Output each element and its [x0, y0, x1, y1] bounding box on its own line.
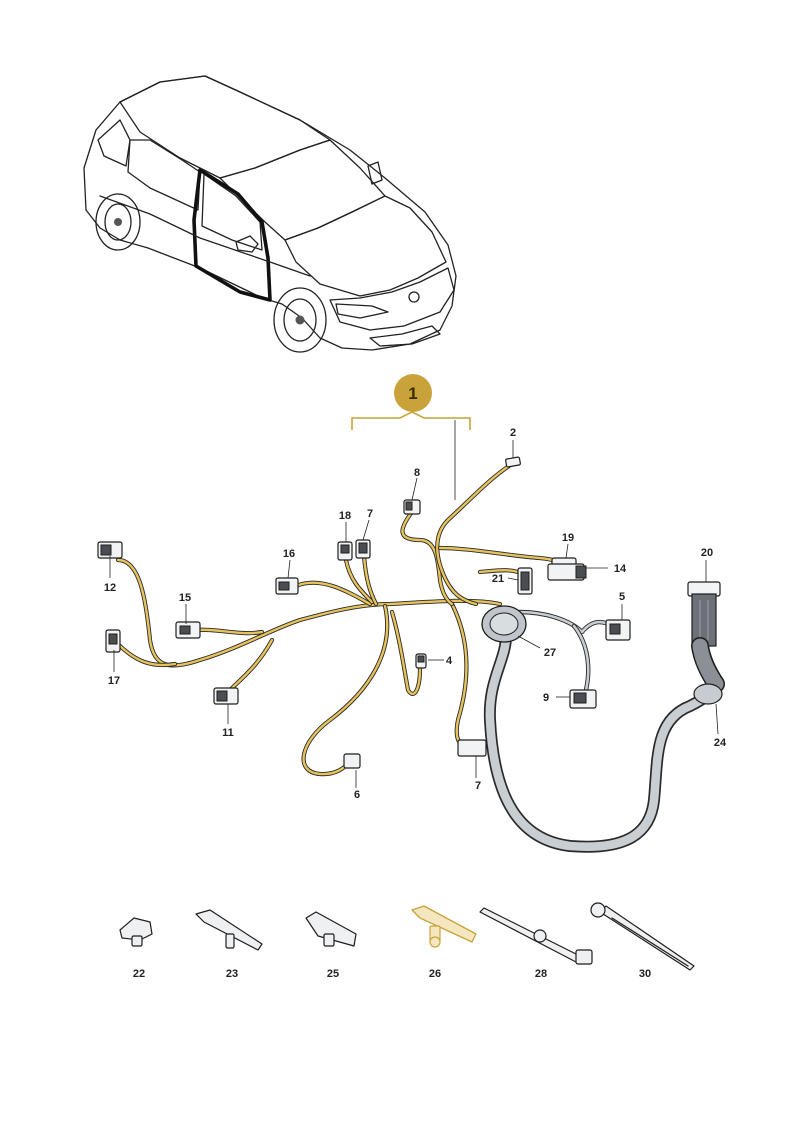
label-7-upper: 7	[367, 508, 373, 520]
label-24: 24	[714, 737, 727, 749]
label-27: 27	[544, 647, 556, 659]
connector-2[interactable]	[505, 456, 521, 468]
label-5: 5	[619, 591, 625, 603]
label-22: 22	[133, 968, 145, 980]
label-9: 9	[543, 692, 549, 704]
label-2: 2	[510, 427, 516, 439]
connector-14[interactable]	[547, 563, 587, 581]
rubber-grommet-icon[interactable]	[481, 605, 527, 643]
label-20: 20	[701, 547, 713, 559]
wiring-harness-icon	[97, 456, 725, 853]
cable-tie-28-icon[interactable]	[479, 907, 593, 965]
connector-20[interactable]	[687, 581, 721, 647]
leader-lines	[109, 440, 719, 788]
label-8: 8	[414, 467, 420, 479]
label-26: 26	[429, 968, 441, 980]
connector-11[interactable]	[213, 687, 239, 705]
connector-4[interactable]	[415, 653, 427, 669]
retaining-clip-22-icon[interactable]	[119, 917, 153, 947]
connector-8[interactable]	[403, 499, 421, 515]
cable-tie-30-icon[interactable]	[590, 902, 695, 971]
assembly-badge-label: 1	[408, 384, 417, 403]
connector-7-lower[interactable]	[457, 739, 487, 757]
connector-9[interactable]	[569, 689, 597, 709]
connector-15[interactable]	[175, 621, 201, 639]
label-28: 28	[535, 968, 547, 980]
retaining-clip-26-icon[interactable]	[411, 905, 477, 948]
connector-12[interactable]	[97, 541, 123, 559]
retaining-clip-25-icon[interactable]	[305, 911, 357, 947]
label-30: 30	[639, 968, 651, 980]
part-labels: 2 8 18 7 19 16 14 21 12 15 5 27 4 17 9 1…	[104, 427, 727, 801]
connector-21[interactable]	[517, 567, 533, 595]
label-18: 18	[339, 510, 351, 522]
label-12: 12	[104, 582, 116, 594]
corrugated-sleeve-24[interactable]	[691, 637, 725, 705]
connector-6[interactable]	[343, 753, 361, 769]
assembly-callout: 1	[351, 374, 471, 500]
connector-7-upper[interactable]	[355, 539, 371, 559]
small-parts-row: 22 23 25 26 28 30	[119, 902, 695, 980]
label-7-lower: 7	[475, 780, 481, 792]
label-14: 14	[614, 563, 627, 575]
label-16: 16	[283, 548, 295, 560]
label-4: 4	[446, 655, 453, 667]
label-11: 11	[222, 727, 234, 739]
label-6: 6	[354, 789, 360, 801]
label-15: 15	[179, 592, 191, 604]
connector-18[interactable]	[337, 541, 353, 561]
car-illustration-icon	[83, 75, 457, 353]
connector-16[interactable]	[275, 577, 299, 595]
connector-17[interactable]	[105, 629, 121, 653]
assembly-badge[interactable]	[394, 374, 432, 412]
label-25: 25	[327, 968, 339, 980]
label-17: 17	[108, 675, 120, 687]
label-21: 21	[492, 573, 504, 585]
label-23: 23	[226, 968, 238, 980]
label-19: 19	[562, 532, 574, 544]
retaining-clip-23-icon[interactable]	[195, 909, 263, 951]
connector-5[interactable]	[605, 619, 631, 641]
